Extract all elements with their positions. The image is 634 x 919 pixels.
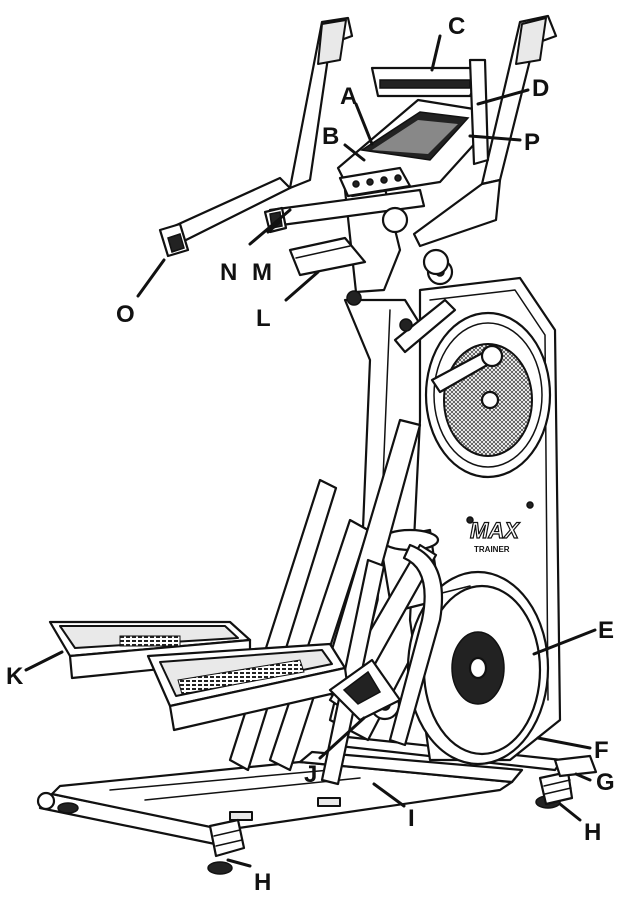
callout-label-o: O [116, 301, 135, 328]
callout-label-f: F [594, 737, 609, 764]
lower-resistance-disc [406, 570, 550, 766]
callout-label-m: M [252, 259, 272, 286]
callout-label-n: N [220, 259, 237, 286]
callout-label-l: L [256, 305, 271, 332]
callout-label-c: C [448, 13, 465, 40]
console-assembly [268, 66, 482, 332]
callout-labels: C A B D P N M L O E F G H H I J K [6, 13, 615, 896]
callout-label-b: B [322, 123, 339, 150]
callout-label-e: E [598, 617, 614, 644]
callout-label-j: J [304, 761, 317, 788]
callout-label-i: I [408, 805, 415, 832]
brand-logo: MAX [470, 518, 520, 543]
callout-label-h-rear: H [584, 819, 601, 846]
leader-lines [24, 34, 597, 868]
right-pedal [146, 642, 402, 732]
left-pedal [48, 620, 252, 680]
upper-fan-cover [424, 311, 552, 479]
callout-label-d: D [532, 75, 549, 102]
brand-subtext: TRAINER [474, 545, 510, 554]
callout-label-a: A [340, 83, 357, 110]
callout-label-k: K [6, 663, 24, 690]
callout-label-g: G [596, 769, 615, 796]
callout-label-p: P [524, 129, 540, 156]
callout-label-h-front: H [254, 869, 271, 896]
